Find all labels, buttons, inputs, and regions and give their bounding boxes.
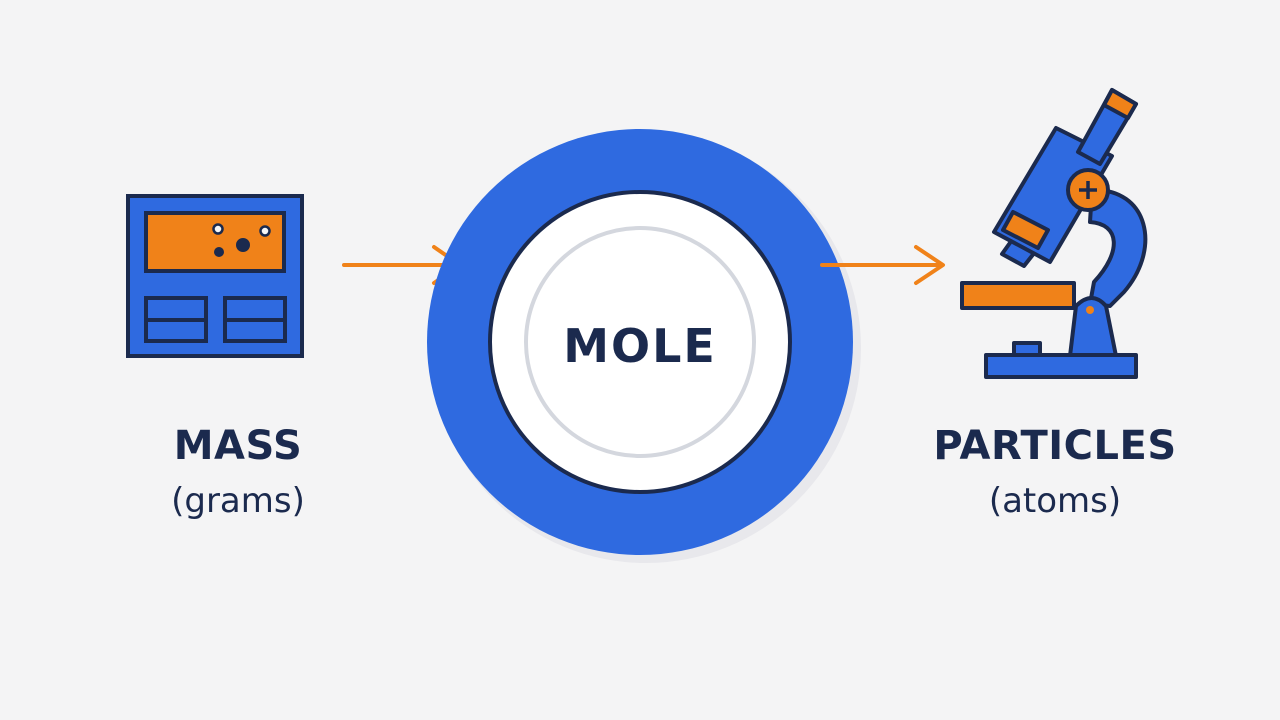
microscope-icon (960, 88, 1148, 379)
mole-label: MOLE (563, 319, 717, 373)
particles-title: PARTICLES (933, 423, 1177, 469)
mass-title: MASS (173, 423, 303, 469)
balance-scale-icon (126, 194, 304, 358)
mole-node (427, 129, 861, 563)
arrow-right-icon (820, 245, 945, 285)
particles-unit: (atoms) (988, 481, 1122, 521)
mass-unit: (grams) (171, 481, 305, 521)
